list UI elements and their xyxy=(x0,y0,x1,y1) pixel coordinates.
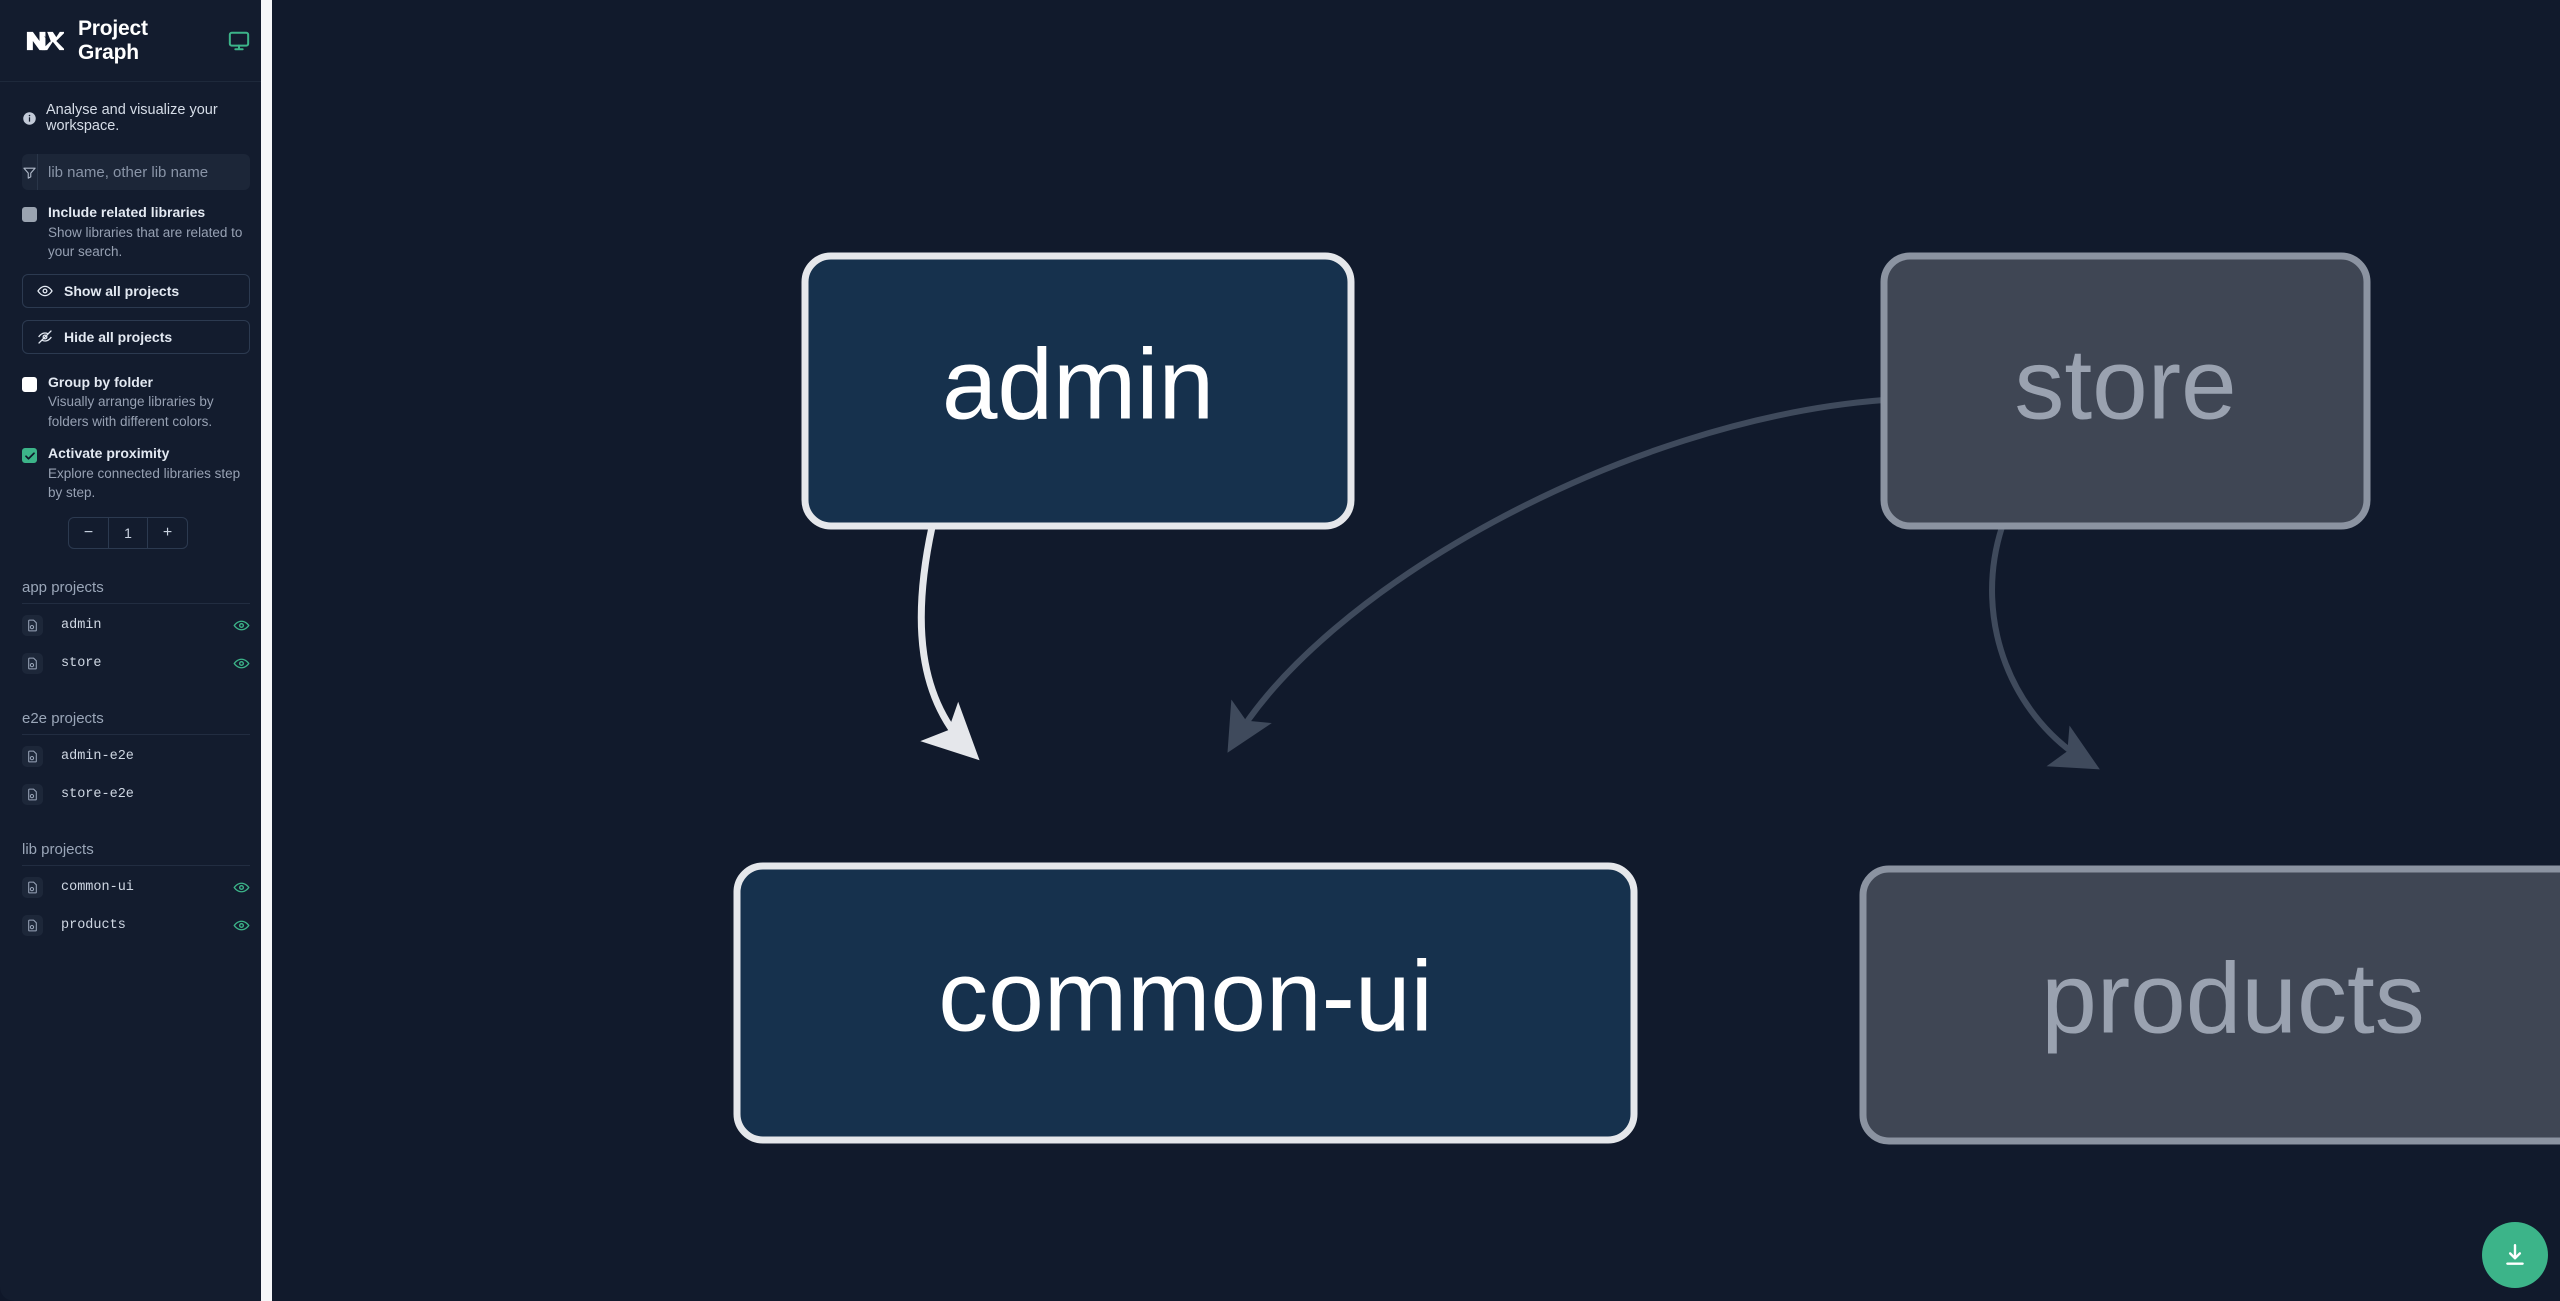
project-file-icon xyxy=(22,876,43,898)
project-file-icon xyxy=(22,614,43,636)
graph-edges xyxy=(917,397,2100,770)
funnel-icon xyxy=(22,154,38,190)
eye-off-icon xyxy=(37,329,53,345)
project-row-products[interactable]: products xyxy=(22,909,250,942)
edge-admin-to-common-ui xyxy=(917,526,980,761)
option-description: Visually arrange libraries by folders wi… xyxy=(48,394,214,429)
eye-icon[interactable] xyxy=(233,879,250,896)
option-activate-proximity[interactable]: Activate proximity Explore connected lib… xyxy=(22,445,250,503)
graph-svg: admin store common-ui products xyxy=(733,252,2560,1145)
check-icon xyxy=(24,450,36,462)
eye-icon[interactable] xyxy=(233,655,250,672)
option-group-by-folder[interactable]: Group by folder Visually arrange librari… xyxy=(22,374,250,432)
project-name: store xyxy=(61,655,102,671)
option-description: Show libraries that are related to your … xyxy=(48,224,243,260)
project-row-admin-e2e[interactable]: admin-e2e xyxy=(22,740,250,773)
nx-logo-icon xyxy=(22,20,64,62)
edge-store-to-common-ui xyxy=(1227,397,1885,753)
show-all-projects-label: Show all projects xyxy=(64,282,180,299)
project-file-icon xyxy=(22,914,43,936)
node-box xyxy=(1880,252,2371,530)
eye-icon[interactable] xyxy=(233,917,250,934)
option-title: Group by folder xyxy=(48,373,153,390)
option-title: Include related libraries xyxy=(48,204,206,220)
node-box xyxy=(733,862,1638,1144)
proximity-increment-button[interactable]: + xyxy=(162,523,173,541)
download-image-button[interactable] xyxy=(2482,1222,2548,1288)
tagline-text: Analyse and visualize your workspace. xyxy=(46,102,218,134)
edge-store-to-products xyxy=(1989,526,2100,770)
info-icon xyxy=(22,111,37,126)
search-input[interactable] xyxy=(38,154,250,190)
sidebar: Project Graph Analyse and visual xyxy=(0,0,272,1301)
option-description: Explore connected libraries step by step… xyxy=(48,465,241,501)
project-row-common-ui[interactable]: common-ui xyxy=(22,871,250,904)
page-title: Project Graph xyxy=(78,16,148,64)
project-groups: app projects admin store e2e projects admin-… xyxy=(22,579,250,942)
option-include-related-libraries[interactable]: Include related libraries Show libraries… xyxy=(22,204,250,262)
node-label: store xyxy=(2014,328,2236,440)
sidebar-scroll-area: Project Graph Analyse and visual xyxy=(0,0,272,1301)
project-row-store[interactable]: store xyxy=(22,647,250,680)
graph-node-store[interactable]: store xyxy=(1880,252,2371,530)
project-name: admin-e2e xyxy=(61,748,134,764)
project-group-title-e2e-projects: e2e projects xyxy=(22,710,250,735)
include-related-libraries-checkbox[interactable] xyxy=(22,207,37,222)
option-title: Activate proximity xyxy=(48,445,170,462)
proximity-stepper: − 1 + xyxy=(68,516,188,549)
project-file-icon xyxy=(22,745,43,767)
node-box xyxy=(1859,865,2560,1145)
download-icon xyxy=(2502,1242,2528,1268)
node-box xyxy=(801,252,1355,530)
sidebar-header: Project Graph xyxy=(0,0,272,82)
activate-proximity-checkbox[interactable] xyxy=(22,448,37,464)
hide-all-projects-label: Hide all projects xyxy=(64,328,173,345)
graph-node-common-ui[interactable]: common-ui xyxy=(733,862,1638,1144)
hide-all-projects-button[interactable]: Hide all projects xyxy=(22,319,250,354)
graph-canvas[interactable]: admin store common-ui products xyxy=(272,0,2560,1301)
project-group-title-lib-projects: lib projects xyxy=(22,841,250,866)
show-all-projects-button[interactable]: Show all projects xyxy=(22,273,250,308)
project-row-store-e2e[interactable]: store-e2e xyxy=(22,778,250,811)
project-name: store-e2e xyxy=(61,786,134,802)
node-label: admin xyxy=(942,328,1214,440)
group-by-folder-checkbox[interactable] xyxy=(22,376,37,392)
project-file-icon xyxy=(22,652,43,674)
project-file-icon xyxy=(22,783,43,805)
tagline: Analyse and visualize your workspace. xyxy=(0,82,272,146)
project-name: admin xyxy=(61,617,102,633)
graph-node-products[interactable]: products xyxy=(1859,865,2560,1145)
graph-nodes: admin store common-ui products xyxy=(733,252,2560,1145)
sidebar-body: Include related libraries Show libraries… xyxy=(0,154,272,942)
project-name: common-ui xyxy=(61,879,134,895)
project-row-admin[interactable]: admin xyxy=(22,609,250,642)
graph-node-admin[interactable]: admin xyxy=(801,252,1355,530)
node-label: common-ui xyxy=(938,940,1433,1052)
project-group-title-app-projects: app projects xyxy=(22,579,250,604)
eye-icon xyxy=(37,283,53,299)
eye-icon[interactable] xyxy=(233,617,250,634)
node-label: products xyxy=(2041,942,2425,1054)
project-name: products xyxy=(61,917,126,933)
proximity-value: 1 xyxy=(108,517,148,548)
proximity-decrement-button[interactable]: − xyxy=(83,523,94,541)
sidebar-scrollbar[interactable] xyxy=(261,0,272,1301)
monitor-icon[interactable] xyxy=(224,30,250,52)
search-filter-row xyxy=(22,154,250,190)
